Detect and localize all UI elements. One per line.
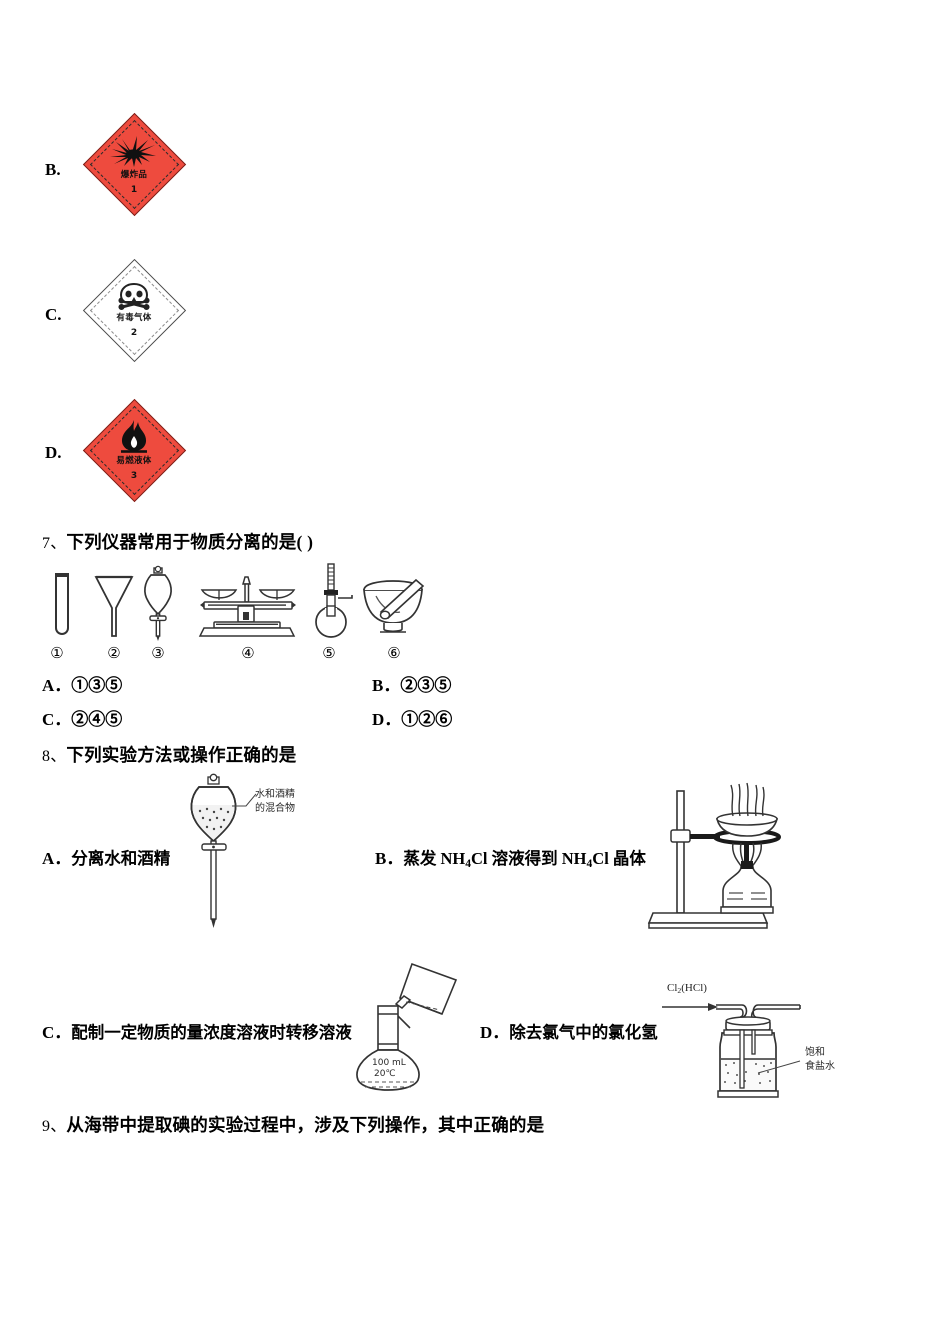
q8-option-d-letter: D．	[480, 1023, 510, 1042]
separating-funnel-leader-line	[232, 793, 257, 807]
apparatus-number-2: ②	[107, 646, 121, 662]
q7-option-c[interactable]: C．②④⑤	[42, 705, 122, 730]
q8-option-a-text: 分离水和酒精	[71, 849, 171, 868]
q7-option-b[interactable]: B．②③⑤	[372, 671, 451, 696]
question-7-number: 7、	[42, 535, 67, 552]
apparatus-number-5: ⑤	[322, 646, 336, 662]
q7-option-b-letter: B．	[372, 676, 401, 695]
gas-inlet-label: Cl2(HCl)	[667, 982, 707, 995]
volumetric-flask-volume-label: 100 mL	[372, 1058, 406, 1068]
separating-funnel-icon	[140, 565, 176, 642]
hazard-placard-explosive: 爆炸品 1	[82, 112, 186, 216]
hazard-placard-toxic-gas: 有毒气体 2	[82, 258, 186, 362]
q8-option-c-letter: C．	[42, 1023, 72, 1042]
distillation-flask-icon	[314, 563, 362, 642]
q7-option-d-text: ①②⑥	[401, 710, 453, 729]
q7-option-d-letter: D．	[372, 710, 402, 729]
hazard-name-label: 爆炸品	[120, 170, 148, 180]
question-7-text: 下列仪器常用于物质分离的是( )	[66, 532, 314, 552]
hazard-placard-flammable-liquid: 易燃液体 3	[82, 398, 186, 502]
hazard-option-b-letter: B.	[45, 160, 61, 179]
hazard-option-c-letter: C.	[45, 305, 62, 324]
test-tube-icon	[50, 572, 74, 640]
brine-label-line2: 食盐水	[805, 1061, 835, 1072]
q8-option-c[interactable]: C．配制一定物质的量浓度溶液时转移溶液	[42, 1018, 352, 1043]
flame-icon	[114, 419, 154, 453]
apparatus-number-6: ⑥	[387, 646, 401, 662]
question-8-number: 8、	[42, 748, 67, 765]
separating-funnel-label-line2: 的混合物	[255, 803, 295, 814]
question-8-stem: 8、下列实验方法或操作正确的是	[42, 742, 297, 767]
question-8-text: 下列实验方法或操作正确的是	[66, 745, 297, 765]
apparatus-number-4: ④	[241, 646, 255, 662]
separating-funnel-figure	[185, 773, 245, 930]
hazard-class-number: 2	[130, 328, 138, 338]
apparatus-number-3: ③	[151, 646, 165, 662]
q7-option-b-text: ②③⑤	[400, 676, 452, 695]
q8-option-b[interactable]: B．蒸发 NH4Cl 溶液得到 NH4Cl 晶体	[375, 844, 646, 870]
volumetric-flask-temp-label: 20℃	[374, 1069, 396, 1079]
question-7-stem: 7、下列仪器常用于物质分离的是( )	[42, 529, 313, 554]
question-9-text: 从海带中提取碘的实验过程中，涉及下列操作，其中正确的是	[66, 1115, 545, 1135]
question-9-number: 9、	[42, 1118, 67, 1135]
hazard-option-d-letter: D.	[45, 443, 62, 462]
q7-option-c-text: ②④⑤	[71, 710, 123, 729]
q7-option-c-letter: C．	[42, 710, 72, 729]
q8-option-b-letter: B．	[375, 849, 404, 868]
q8-option-b-text: 蒸发 NH4Cl 溶液得到 NH4Cl 晶体	[403, 849, 646, 870]
q8-option-c-text: 配制一定物质的量浓度溶液时转移溶液	[71, 1023, 352, 1042]
balance-scale-icon	[190, 576, 306, 638]
gas-washing-bottle-figure	[660, 995, 840, 1100]
funnel-icon	[94, 574, 134, 640]
q8-option-a[interactable]: A．分离水和酒精	[42, 844, 170, 869]
separating-funnel-label-line1: 水和酒精	[255, 789, 295, 800]
hazard-name-label: 易燃液体	[116, 455, 152, 466]
mortar-pestle-icon	[360, 578, 426, 636]
apparatus-number-1: ①	[50, 646, 64, 662]
brine-label-line1: 饱和	[805, 1047, 825, 1058]
question-9-stem: 9、从海带中提取碘的实验过程中，涉及下列操作，其中正确的是	[42, 1112, 544, 1137]
hazard-name-label: 有毒气体	[116, 313, 152, 323]
skull-crossbones-icon	[114, 282, 154, 311]
q8-option-a-letter: A．	[42, 849, 72, 868]
volumetric-flask-figure	[352, 958, 462, 1091]
hazard-class-number: 1	[130, 185, 138, 195]
q8-option-d[interactable]: D．除去氯气中的氯化氢	[480, 1018, 658, 1043]
q8-option-d-text: 除去氯气中的氯化氢	[509, 1023, 658, 1042]
evaporating-dish-stand-figure	[645, 782, 835, 933]
q7-option-a-letter: A．	[42, 676, 72, 695]
hazard-class-number: 3	[130, 470, 138, 481]
explosive-icon	[106, 133, 162, 167]
q7-option-d[interactable]: D．①②⑥	[372, 705, 452, 730]
q7-option-a-text: ①③⑤	[71, 676, 123, 695]
q7-option-a[interactable]: A．①③⑤	[42, 671, 122, 696]
